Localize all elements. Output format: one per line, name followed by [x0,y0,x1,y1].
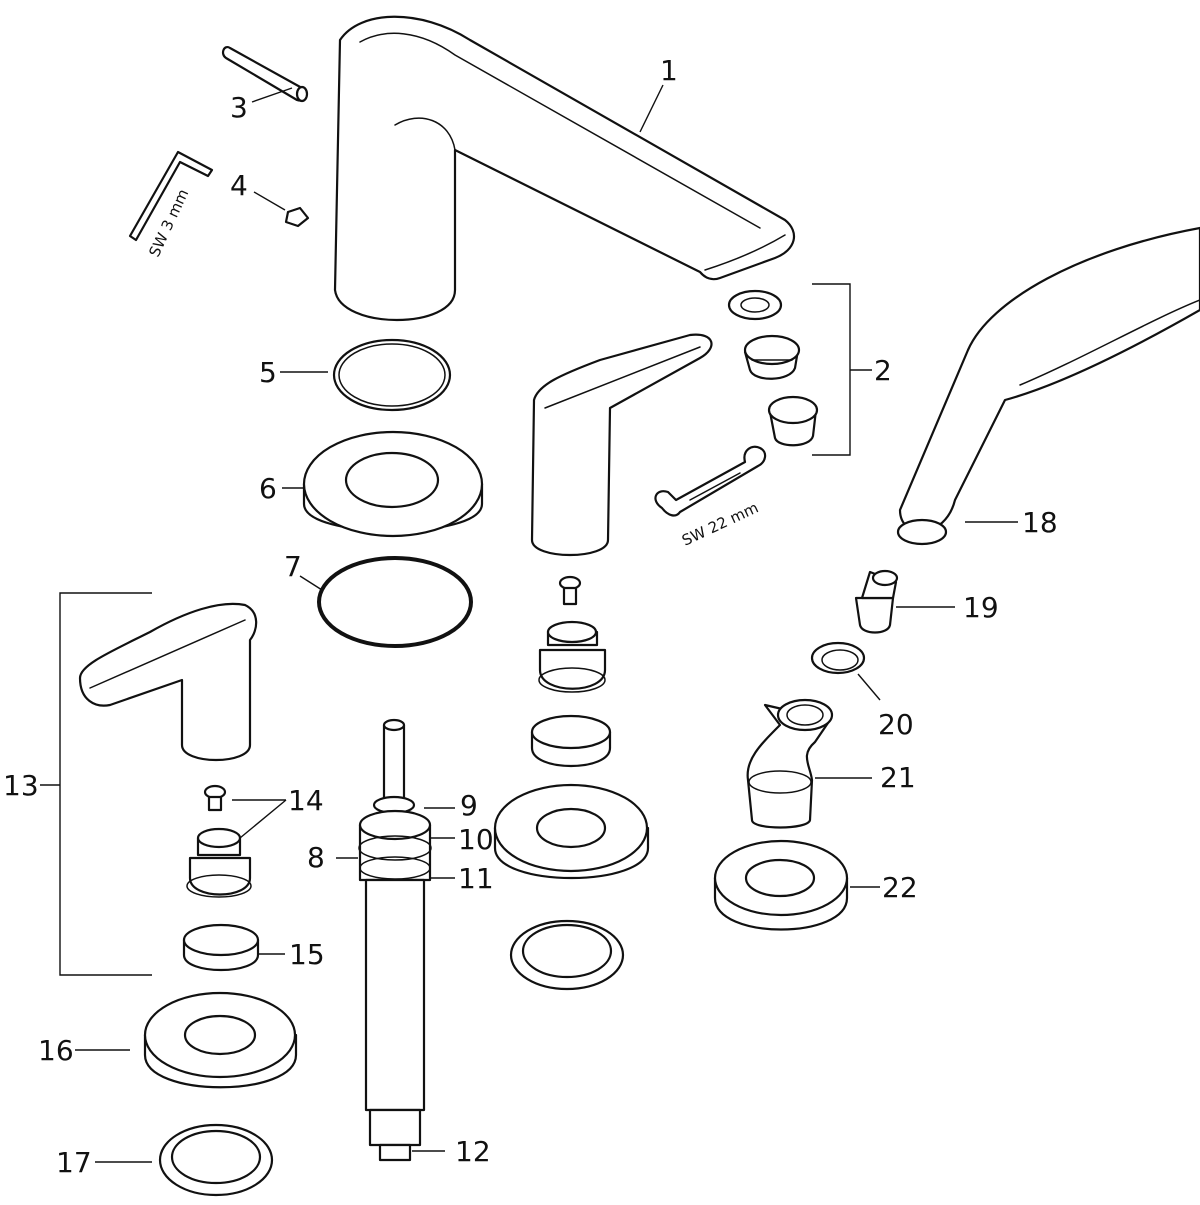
label-22: 22 [882,871,918,904]
center-screw [558,575,582,606]
label-4: 4 [230,169,248,202]
part-6-flange [302,430,484,538]
part-13-handle-set [78,602,258,761]
label-21: 21 [880,761,916,794]
bracket-2 [812,283,872,456]
center-washer [509,919,625,991]
label-18: 18 [1022,506,1058,539]
center-ring [530,714,612,768]
wrench-icon [654,445,767,517]
label-6: 6 [259,472,277,505]
part-19-connector [854,569,899,634]
label-20: 20 [878,708,914,741]
part-7-seal-ring [317,556,473,648]
part-16-flange [143,991,298,1089]
label-3: 3 [230,91,248,124]
center-adapter [538,620,607,693]
label-7: 7 [284,550,302,583]
part-15-ring [182,923,260,971]
label-5: 5 [259,356,277,389]
part-20-filter [810,641,866,675]
part-1-spout [333,15,796,322]
part-22-flange [713,839,849,931]
part-18-hand-shower [896,226,1200,546]
label-11: 11 [458,862,494,895]
label-2: 2 [874,354,892,387]
part-21-elbow [746,698,834,829]
leader-lines [75,84,1018,1163]
label-9: 9 [460,789,478,822]
label-17: 17 [56,1146,92,1179]
label-10: 10 [458,823,494,856]
part-center-lever [530,333,713,556]
label-16: 16 [38,1034,74,1067]
label-8: 8 [307,841,325,874]
label-19: 19 [963,591,999,624]
label-13: 13 [3,769,39,802]
part-3-pin [221,46,309,103]
part-17-washer [158,1123,274,1197]
part-5-o-ring [332,338,452,412]
hex-key-icon [128,150,214,242]
part-4-grub-screw [284,206,310,228]
part-8-diverter-cartridge [358,718,432,1162]
label-15: 15 [289,938,325,971]
part-2-aerator-set [727,289,819,447]
label-12: 12 [455,1135,491,1168]
label-14: 14 [288,784,324,817]
bracket-13 [40,592,152,976]
part-14-screw-adapter [186,784,252,898]
label-1: 1 [660,54,678,87]
center-flange [493,783,650,880]
